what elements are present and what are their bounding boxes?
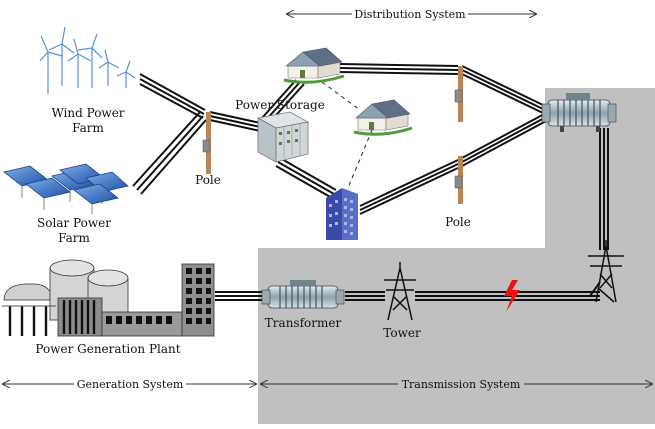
transmission-tower-icon [588, 240, 624, 303]
house-icon [283, 47, 345, 84]
battery-cabinet-icon [256, 111, 310, 163]
transformer-icon [261, 280, 345, 309]
power-plant-icon [2, 259, 215, 337]
utility-pole-icon [454, 156, 463, 204]
solar-farm-label-2: Farm [58, 231, 90, 245]
transmission-system-region [258, 88, 655, 424]
wind-farm-label-2: Farm [72, 121, 104, 135]
distribution-system-label: Distribution System [354, 8, 466, 21]
wind-turbine-icon [39, 26, 136, 94]
generation-system-label: Generation System [77, 378, 184, 391]
power-plant-label: Power Generation Plant [35, 342, 180, 356]
tower-label: Tower [383, 326, 421, 340]
distribution-system-span: Distribution System [287, 8, 536, 21]
transformer-label: Transformer [265, 316, 342, 330]
utility-pole-icon [202, 112, 211, 174]
transmission-tower-icon [384, 262, 416, 321]
generation-system-span: Generation System [3, 378, 256, 391]
pole-left-label: Pole [195, 173, 221, 187]
transformer-icon [541, 93, 617, 132]
transmission-system-span: Transmission System [261, 378, 652, 391]
communication-links [321, 81, 373, 189]
transmission-system-label: Transmission System [402, 378, 521, 391]
house-icon [353, 99, 413, 136]
lightning-fault-icon [504, 280, 520, 312]
wind-farm-label-1: Wind Power [51, 106, 124, 120]
pole-right-label: Pole [445, 215, 471, 229]
office-building-icon [326, 188, 358, 240]
solar-farm-label-1: Solar Power [37, 216, 111, 230]
power-storage-label: Power Storage [235, 98, 325, 112]
solar-panel-icon [3, 163, 129, 214]
utility-pole-icon [454, 66, 463, 122]
